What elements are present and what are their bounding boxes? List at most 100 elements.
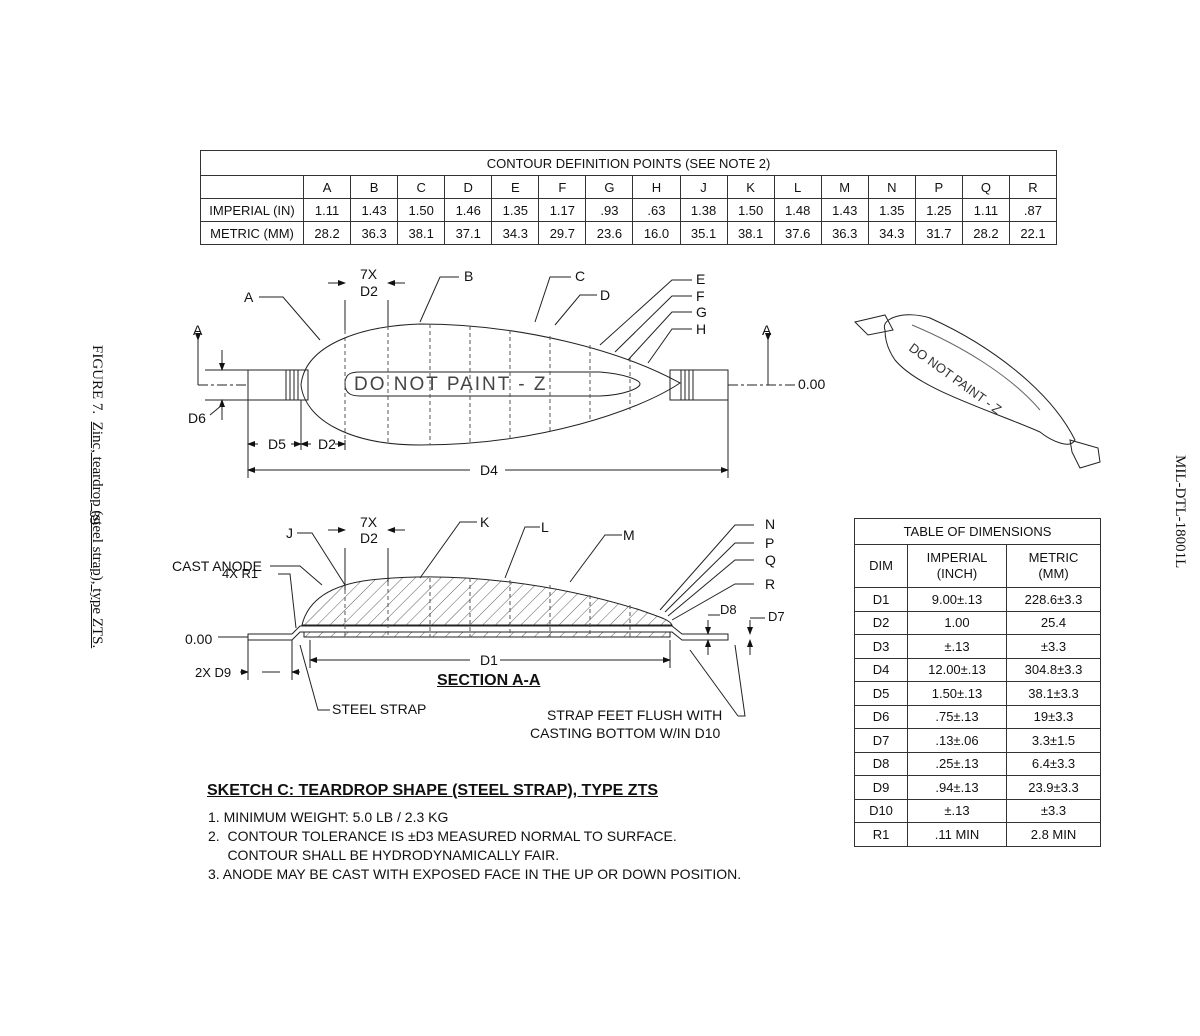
contour-col-header: H xyxy=(632,175,681,199)
section-view-drawing xyxy=(218,521,765,717)
table-cell: 25.4 xyxy=(1006,610,1101,635)
table-row: D3±.13±3.3 xyxy=(854,634,1101,659)
table-cell: 38.1 xyxy=(397,221,446,245)
note-item: 3. ANODE MAY BE CAST WITH EXPOSED FACE I… xyxy=(208,866,742,882)
contour-col-header: B xyxy=(350,175,399,199)
note-item: CONTOUR SHALL BE HYDRODYNAMICALLY FAIR. xyxy=(208,847,560,863)
dim-d2-label: D2 xyxy=(318,436,336,452)
point-label-d: D xyxy=(600,287,611,303)
iso-strap-right xyxy=(1069,439,1101,469)
point-label-l: L xyxy=(541,519,549,535)
table-cell: 23.6 xyxy=(585,221,634,245)
point-label-g: G xyxy=(696,304,707,320)
table-cell: D10 xyxy=(854,798,908,823)
contour-col-header: R xyxy=(1008,175,1058,199)
imperial-header-line1: IMPERIAL xyxy=(926,550,988,565)
marking-text: DO NOT PAINT - Z xyxy=(354,374,548,395)
section-title: SECTION A-A xyxy=(437,672,541,689)
table-cell: 1.35 xyxy=(867,198,916,222)
dim-d4-label: D4 xyxy=(480,462,498,478)
table-cell: ±.13 xyxy=(907,798,1007,823)
table-cell: .11 MIN xyxy=(907,822,1007,847)
contour-col-header: D xyxy=(444,175,493,199)
note-item: 2. CONTOUR TOLERANCE IS ±D3 MEASURED NOR… xyxy=(208,828,677,844)
table-cell: 37.6 xyxy=(773,221,822,245)
dimension-table: TABLE OF DIMENSIONS DIM IMPERIAL(INCH) M… xyxy=(854,518,1101,847)
top-view-drawing xyxy=(195,276,795,478)
table-cell: D8 xyxy=(854,751,908,776)
imperial-header: IMPERIAL(INCH) xyxy=(907,544,1007,588)
table-cell: .25±.13 xyxy=(907,751,1007,776)
dimension-table-title: TABLE OF DIMENSIONS xyxy=(854,518,1101,545)
table-cell: D2 xyxy=(854,610,908,635)
table-cell: 1.43 xyxy=(820,198,869,222)
point-label-b: B xyxy=(464,268,474,284)
table-cell: .75±.13 xyxy=(907,704,1007,729)
section-marker-left: A xyxy=(193,322,203,338)
table-cell: D6 xyxy=(854,704,908,729)
table-cell: D5 xyxy=(854,681,908,706)
table-cell: D7 xyxy=(854,728,908,753)
dim-d6-label: D6 xyxy=(188,410,206,426)
iso-view-drawing xyxy=(854,314,1101,469)
table-cell: .94±.13 xyxy=(907,775,1007,800)
contour-table-title: CONTOUR DEFINITION POINTS (SEE NOTE 2) xyxy=(200,150,1057,176)
section-marker-right: A xyxy=(762,322,772,338)
table-cell: D3 xyxy=(854,634,908,659)
table-cell: 38.1 xyxy=(726,221,775,245)
metric-header-line2: (MM) xyxy=(1038,566,1069,581)
table-cell: 1.25 xyxy=(914,198,963,222)
table-cell: .87 xyxy=(1008,198,1058,222)
table-cell: 1.17 xyxy=(538,198,587,222)
table-cell: 228.6±3.3 xyxy=(1006,587,1101,612)
table-cell: 34.3 xyxy=(867,221,916,245)
contour-col-header: P xyxy=(914,175,963,199)
table-cell: .93 xyxy=(585,198,634,222)
point-label-n: N xyxy=(765,516,776,532)
steel-strap-label: STEEL STRAP xyxy=(332,701,427,717)
table-cell: 36.3 xyxy=(820,221,869,245)
teardrop-outline xyxy=(300,323,681,446)
dim-d9-label: 2X D9 xyxy=(195,665,232,680)
table-cell: 1.50±.13 xyxy=(907,681,1007,706)
section-pitch-dim: D2 xyxy=(360,530,378,546)
contour-definition-table: CONTOUR DEFINITION POINTS (SEE NOTE 2) A… xyxy=(200,150,1058,245)
table-cell: 19±3.3 xyxy=(1006,704,1101,729)
row-label: IMPERIAL (IN) xyxy=(200,198,304,222)
sketch-title: SKETCH C: TEARDROP SHAPE (STEEL STRAP), … xyxy=(207,782,659,799)
point-label-a: A xyxy=(244,289,254,305)
point-label-q: Q xyxy=(765,552,776,568)
table-cell: 12.00±.13 xyxy=(907,657,1007,682)
pitch-dim-label: D2 xyxy=(360,283,378,299)
table-cell: 2.8 MIN xyxy=(1006,822,1101,847)
left-strap xyxy=(247,369,309,401)
contour-col-header: K xyxy=(726,175,775,199)
table-cell: 31.7 xyxy=(914,221,963,245)
table-cell: 23.9±3.3 xyxy=(1006,775,1101,800)
point-label-f: F xyxy=(696,288,705,304)
strap-feet-label-line1: STRAP FEET FLUSH WITH xyxy=(547,707,723,723)
contour-header-row: A B C D E F G H J K L M N P Q R xyxy=(200,175,1058,199)
iso-strap-left xyxy=(854,314,894,336)
table-cell: 1.50 xyxy=(397,198,446,222)
pitch-count-label: 7X xyxy=(360,266,378,282)
table-cell: 16.0 xyxy=(632,221,681,245)
table-cell: 22.1 xyxy=(1008,221,1058,245)
table-cell: 304.8±3.3 xyxy=(1006,657,1101,682)
dim-d1-label: D1 xyxy=(480,652,498,668)
table-cell: 37.1 xyxy=(444,221,493,245)
contour-col-header: E xyxy=(491,175,540,199)
table-cell: 6.4±3.3 xyxy=(1006,751,1101,776)
contour-col-header: M xyxy=(820,175,869,199)
table-cell: D4 xyxy=(854,657,908,682)
note-item: 1. MINIMUM WEIGHT: 5.0 LB / 2.3 KG xyxy=(208,809,449,825)
metric-header: METRIC(MM) xyxy=(1006,544,1101,588)
table-cell: D9 xyxy=(854,775,908,800)
point-label-j: J xyxy=(286,525,293,541)
